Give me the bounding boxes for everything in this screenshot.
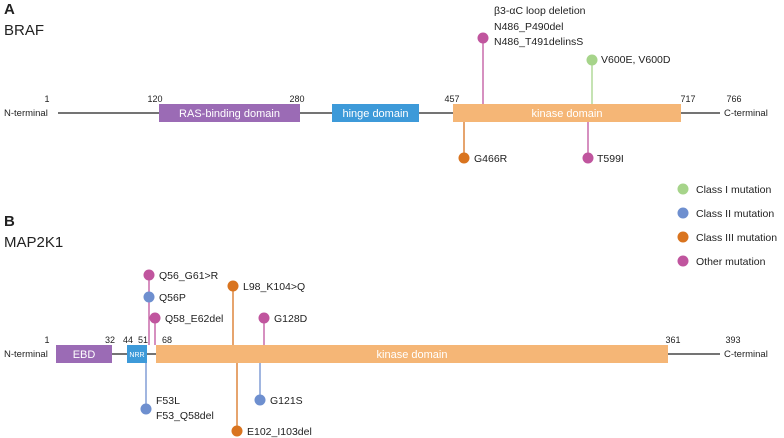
braf-loop-label-2: N486_P490del bbox=[494, 21, 563, 33]
map2k1-pos-68: 68 bbox=[162, 335, 172, 345]
map2k1-q56-g61-label: Q56_G61>R bbox=[159, 270, 219, 282]
map2k1-pos-361: 361 bbox=[665, 335, 680, 345]
map2k1-pos-51: 51 bbox=[138, 335, 148, 345]
map2k1-pos-1: 1 bbox=[44, 335, 49, 345]
braf-loop-label-1: β3-αC loop deletion bbox=[494, 5, 586, 17]
braf-pos-1: 1 bbox=[44, 94, 49, 104]
legend-class1-label: Class I mutation bbox=[696, 184, 771, 196]
braf-ras-domain-label: RAS-binding domain bbox=[179, 108, 280, 120]
map2k1-l98-k104-label: L98_K104>Q bbox=[243, 281, 305, 293]
legend-class3-swatch bbox=[677, 231, 689, 243]
map2k1-f53-q58del-label: F53_Q58del bbox=[156, 410, 214, 422]
braf-ras-binding-domain bbox=[159, 104, 300, 122]
braf-pos-766: 766 bbox=[726, 94, 741, 104]
map2k1-kinase-domain bbox=[156, 345, 668, 363]
map2k1-f53l-label: F53L bbox=[156, 395, 180, 407]
braf-pos-457: 457 bbox=[444, 94, 459, 104]
legend-class2-swatch bbox=[677, 207, 689, 219]
braf-pos-280: 280 bbox=[289, 94, 304, 104]
map2k1-ebd-domain bbox=[56, 345, 112, 363]
map2k1-q56-g61-marker bbox=[143, 269, 155, 281]
braf-hinge-domain-label: hinge domain bbox=[342, 108, 408, 120]
map2k1-pos-393: 393 bbox=[725, 335, 740, 345]
map2k1-f53-marker bbox=[140, 403, 152, 415]
map2k1-g128d-marker bbox=[258, 312, 270, 324]
map2k1-l98-k104-marker bbox=[227, 280, 239, 292]
legend-class3-label: Class III mutation bbox=[696, 232, 777, 244]
braf-c-terminal: C-terminal bbox=[724, 108, 768, 119]
braf-pos-717: 717 bbox=[680, 94, 695, 104]
map2k1-g128d-label: G128D bbox=[274, 313, 308, 325]
map2k1-pos-44: 44 bbox=[123, 335, 133, 345]
braf-n-terminal: N-terminal bbox=[4, 108, 48, 119]
map2k1-q56p-marker bbox=[143, 291, 155, 303]
map2k1-e102-i103-marker bbox=[231, 425, 243, 437]
braf-t599i-marker bbox=[582, 152, 594, 164]
map2k1-n-terminal: N-terminal bbox=[4, 349, 48, 360]
map2k1-ebd-label: EBD bbox=[73, 349, 96, 361]
map2k1-kinase-domain-label: kinase domain bbox=[377, 349, 448, 361]
map2k1-pos-32: 32 bbox=[105, 335, 115, 345]
braf-kinase-domain-label: kinase domain bbox=[532, 108, 603, 120]
braf-kinase-domain bbox=[453, 104, 681, 122]
legend-class2-label: Class II mutation bbox=[696, 208, 774, 220]
legend-class1-swatch bbox=[677, 183, 689, 195]
map2k1-g121s-label: G121S bbox=[270, 395, 303, 407]
map2k1-nrr-label: NRR bbox=[129, 352, 144, 359]
braf-g466r-marker bbox=[458, 152, 470, 164]
braf-loop-marker bbox=[477, 32, 489, 44]
braf-hinge-domain bbox=[332, 104, 419, 122]
map2k1-nrr-domain bbox=[127, 345, 147, 363]
map2k1-q56p-label: Q56P bbox=[159, 292, 186, 304]
braf-gene-label: BRAF bbox=[4, 22, 44, 39]
braf-v600-marker bbox=[586, 54, 598, 66]
braf-v600-label: V600E, V600D bbox=[601, 54, 671, 66]
braf-t599i-label: T599I bbox=[597, 153, 624, 165]
braf-loop-label-3: N486_T491delinsS bbox=[494, 36, 583, 48]
map2k1-c-terminal: C-terminal bbox=[724, 349, 768, 360]
legend-other-swatch bbox=[677, 255, 689, 267]
panel-b-letter: B bbox=[4, 213, 15, 230]
braf-pos-120: 120 bbox=[147, 94, 162, 104]
panel-a-letter: A bbox=[4, 1, 15, 18]
map2k1-q58-e62del-label: Q58_E62del bbox=[165, 313, 223, 325]
map2k1-gene-label: MAP2K1 bbox=[4, 234, 63, 251]
legend-other-label: Other mutation bbox=[696, 256, 766, 268]
braf-g466r-label: G466R bbox=[474, 153, 508, 165]
map2k1-e102-i103del-label: E102_I103del bbox=[247, 426, 312, 438]
map2k1-q58-e62del-marker bbox=[149, 312, 161, 324]
map2k1-g121s-marker bbox=[254, 394, 266, 406]
